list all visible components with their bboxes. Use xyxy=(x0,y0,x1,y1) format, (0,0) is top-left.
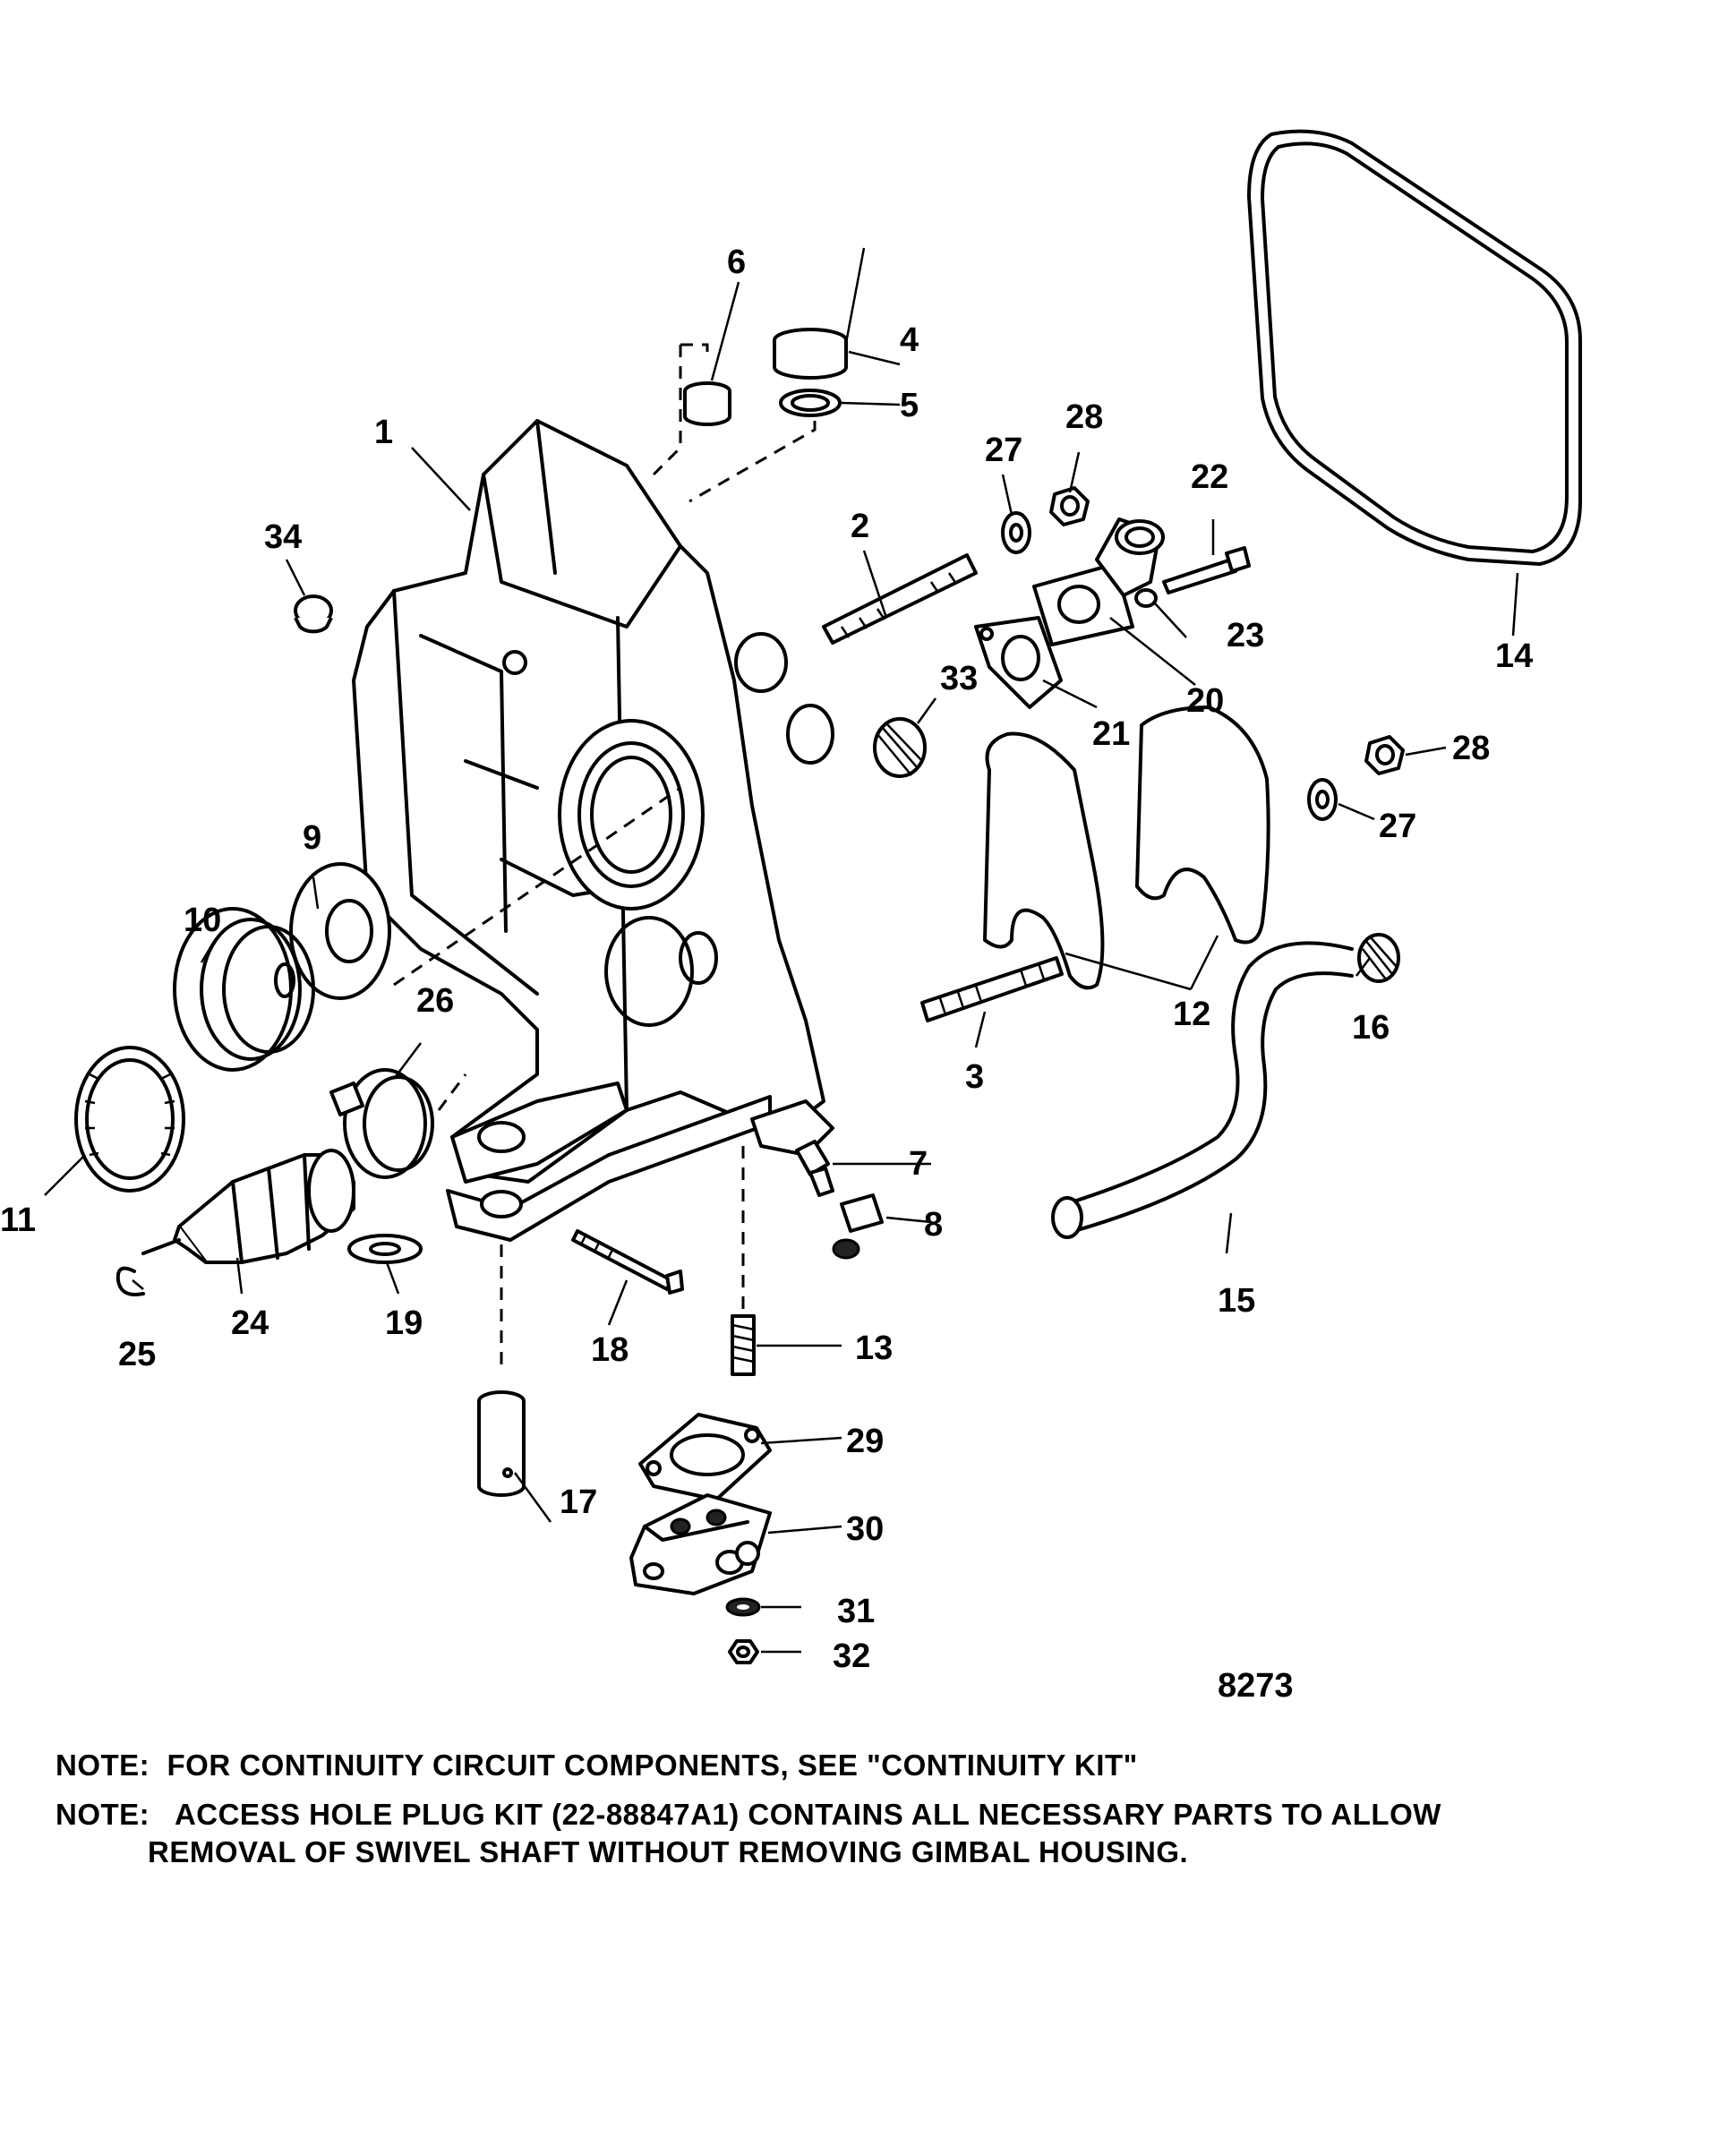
part-7-fitting xyxy=(795,1140,834,1197)
part-13-stud xyxy=(731,1314,756,1376)
part-3-stud xyxy=(920,956,1064,1022)
part-2-stud xyxy=(822,553,978,645)
part-27-washer-right xyxy=(1307,778,1338,821)
callout-14: 14 xyxy=(1495,637,1533,675)
callout-21: 21 xyxy=(1092,715,1130,753)
callout-3: 3 xyxy=(965,1058,984,1096)
callout-18: 18 xyxy=(591,1331,629,1369)
callout-7: 7 xyxy=(909,1145,928,1183)
part-17-pin xyxy=(477,1390,526,1497)
callout-4: 4 xyxy=(900,321,919,359)
callout-30: 30 xyxy=(846,1510,884,1548)
part-14-large-seal xyxy=(1247,129,1582,566)
callout-29: 29 xyxy=(846,1423,884,1460)
callout-25: 25 xyxy=(118,1336,156,1373)
callout-22: 22 xyxy=(1191,458,1228,496)
part-12-seal-loops xyxy=(983,705,1270,990)
callout-27-upper: 27 xyxy=(985,432,1022,469)
part-31-washer xyxy=(725,1597,761,1617)
callout-6: 6 xyxy=(727,244,746,281)
part-29-gasket xyxy=(638,1413,772,1501)
callout-19: 19 xyxy=(385,1304,423,1342)
callout-9: 9 xyxy=(303,819,321,857)
callout-33: 33 xyxy=(940,660,978,697)
callout-28-right: 28 xyxy=(1452,730,1490,767)
callout-labels: 1 2 3 4 5 6 7 8 9 10 11 12 13 14 15 16 1… xyxy=(0,244,1533,1705)
part-33-plug xyxy=(873,717,927,778)
part-30-block xyxy=(629,1493,772,1595)
part-34-plug xyxy=(294,594,333,634)
note-continuity: NOTE: FOR CONTINUITY CIRCUIT COMPONENTS,… xyxy=(56,1748,1138,1782)
callout-34: 34 xyxy=(264,518,302,556)
part-26-clamp xyxy=(329,1068,434,1179)
part-19-washer xyxy=(347,1234,423,1264)
part-8-terminal xyxy=(832,1193,884,1260)
callout-23: 23 xyxy=(1227,617,1264,654)
part-16-plug xyxy=(1357,933,1400,983)
part-18-bolt xyxy=(571,1229,684,1295)
callout-28-upper: 28 xyxy=(1065,398,1103,436)
part-5-seal xyxy=(779,389,842,417)
part-25-clip xyxy=(115,1266,145,1296)
part-4-bushing xyxy=(773,328,848,380)
note-access-hole-line2: REMOVAL OF SWIVEL SHAFT WITHOUT REMOVING… xyxy=(148,1835,1189,1868)
part-22-screw xyxy=(1162,546,1251,594)
callout-17: 17 xyxy=(560,1483,597,1521)
assembly-lines xyxy=(393,343,817,1370)
figure-number: 8273 xyxy=(1218,1667,1294,1705)
leader-lines xyxy=(44,247,1519,1654)
note-access-hole-line1: NOTE: ACCESS HOLE PLUG KIT (22-88847A1) … xyxy=(56,1798,1441,1831)
callout-27-right: 27 xyxy=(1379,808,1416,845)
part-11-ring-gear xyxy=(74,1046,185,1193)
callout-16: 16 xyxy=(1352,1009,1390,1047)
part-10-ring xyxy=(173,907,315,1072)
callout-24: 24 xyxy=(231,1304,269,1342)
part-24-bellows xyxy=(141,1149,355,1264)
part-15-hose xyxy=(1051,941,1354,1239)
callout-20: 20 xyxy=(1186,682,1224,720)
callout-10: 10 xyxy=(184,902,221,939)
callout-26: 26 xyxy=(416,982,454,1020)
callout-5: 5 xyxy=(900,387,919,424)
callout-13: 13 xyxy=(855,1329,893,1367)
callout-12: 12 xyxy=(1173,996,1210,1033)
part-23-washer xyxy=(1134,588,1158,608)
callout-8: 8 xyxy=(924,1206,943,1244)
callout-32: 32 xyxy=(833,1637,870,1675)
gimbal-housing xyxy=(352,419,834,1242)
part-28-nut-upper xyxy=(1049,486,1090,526)
part-27-washer-upper xyxy=(1001,511,1031,554)
part-28-nut-right xyxy=(1364,735,1405,775)
callout-31: 31 xyxy=(837,1593,875,1630)
callout-1: 1 xyxy=(374,414,393,451)
part-6-bushing xyxy=(683,381,731,426)
callout-15: 15 xyxy=(1218,1282,1255,1320)
part-21-gasket xyxy=(974,616,1063,709)
callout-11: 11 xyxy=(0,1201,36,1239)
part-20-fitting xyxy=(1032,517,1165,646)
callout-2: 2 xyxy=(851,508,869,545)
part-9-seal xyxy=(289,862,391,1000)
part-32-nut xyxy=(728,1639,759,1664)
